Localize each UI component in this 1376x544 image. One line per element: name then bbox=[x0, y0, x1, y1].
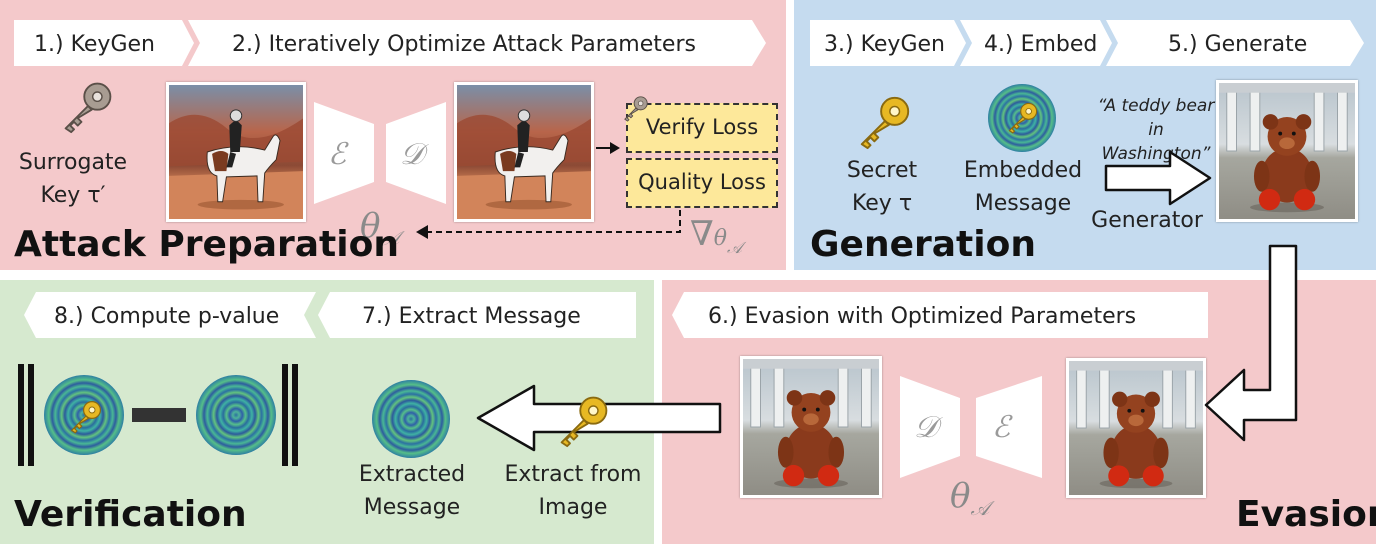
key-icon bbox=[64, 82, 112, 134]
extract-from-image-line-1: Extract from bbox=[504, 462, 642, 487]
verify-loss-box: Verify Loss bbox=[626, 103, 778, 153]
secret-key-line-2: Key τ bbox=[851, 191, 913, 216]
prompt-text: “A teddy bear in Washington” bbox=[1094, 94, 1218, 166]
key-icon bbox=[560, 396, 608, 448]
evaded-image-bear bbox=[740, 356, 882, 498]
key-icon bbox=[624, 96, 648, 122]
generation-steps-bar: 3.) KeyGen 4.) Embed 5.) Generate bbox=[810, 20, 1364, 66]
extract-from-image-label: Extract from Image bbox=[496, 458, 650, 524]
theta-attack-label: θ𝒜 bbox=[360, 206, 400, 250]
section-title-verification: Verification bbox=[14, 494, 247, 535]
step-2-label: 2.) Iteratively Optimize Attack Paramete… bbox=[232, 32, 696, 57]
watermark-disc-icon bbox=[372, 380, 450, 458]
evasion-steps-bar: 6.) Evasion with Optimized Parameters bbox=[672, 292, 1208, 338]
watermark-disc-icon bbox=[988, 84, 1056, 152]
step-7-label: 7.) Extract Message bbox=[362, 304, 581, 329]
gradient-feedback-arrow bbox=[416, 210, 681, 239]
extracted-message-line-1: Extracted bbox=[358, 462, 466, 487]
watermark-disc-icon bbox=[44, 375, 124, 455]
decoder-symbol: 𝒟 bbox=[400, 137, 424, 172]
section-title-attack-preparation: Attack Preparation bbox=[14, 224, 399, 265]
step-6-label: 6.) Evasion with Optimized Parameters bbox=[708, 304, 1136, 329]
decoder-trapezoid bbox=[900, 376, 960, 478]
key-icon bbox=[860, 96, 910, 150]
extracted-message-label: Extracted Message bbox=[342, 458, 482, 524]
hollow-arrow-icon bbox=[1204, 244, 1298, 442]
prompt-line-1: “A teddy bear bbox=[1097, 96, 1215, 116]
output-image-horse bbox=[454, 82, 594, 222]
quality-loss-box: Quality Loss bbox=[626, 158, 778, 208]
watermark-disc-icon bbox=[196, 375, 276, 455]
embedded-message-line-2: Message bbox=[974, 191, 1072, 216]
surrogate-key-line-2: Key τ′ bbox=[40, 183, 106, 208]
prompt-line-2: in Washington” bbox=[1101, 120, 1211, 164]
encoder-trapezoid bbox=[976, 376, 1042, 478]
extracted-message-line-2: Message bbox=[363, 495, 461, 520]
verification-steps-bar: 8.) Compute p-value 7.) Extract Message bbox=[24, 292, 636, 338]
step-1-label: 1.) KeyGen bbox=[34, 32, 155, 57]
input-image-horse bbox=[166, 82, 306, 222]
secret-key-label: Secret Key τ bbox=[822, 154, 942, 220]
watermarked-image-bear bbox=[1066, 358, 1206, 498]
extract-from-image-line-2: Image bbox=[538, 495, 608, 520]
generator-label: Generator bbox=[1091, 208, 1203, 233]
attack-steps-bar: 1.) KeyGen 2.) Iteratively Optimize Atta… bbox=[14, 20, 766, 66]
arrow-to-loss bbox=[596, 142, 620, 154]
section-title-generation: Generation bbox=[810, 224, 1036, 265]
surrogate-key-label: Surrogate Key τ′ bbox=[18, 146, 128, 212]
generated-image-bear bbox=[1216, 80, 1358, 222]
step-4-label: 4.) Embed bbox=[984, 32, 1097, 57]
step-8-label: 8.) Compute p-value bbox=[54, 304, 279, 329]
encoder-symbol: ℰ bbox=[992, 410, 1011, 445]
embedded-message-line-1: Embedded bbox=[963, 158, 1083, 183]
secret-key-line-1: Secret bbox=[846, 158, 918, 183]
section-title-evasion: Evasion bbox=[1236, 494, 1376, 535]
decoder-symbol: 𝒟 bbox=[914, 410, 938, 445]
autoencoder-attack bbox=[314, 102, 446, 204]
p-value-formula bbox=[18, 364, 298, 466]
surrogate-key-line-1: Surrogate bbox=[18, 150, 128, 175]
theta-evasion-label: θ𝒜 bbox=[950, 476, 990, 520]
decoder-trapezoid bbox=[386, 102, 446, 204]
minus-sign bbox=[132, 408, 186, 422]
embedded-message-label: Embedded Message bbox=[950, 154, 1096, 220]
hollow-arrow-icon bbox=[1104, 150, 1212, 206]
step-3-label: 3.) KeyGen bbox=[824, 32, 945, 57]
encoder-symbol: ℰ bbox=[328, 137, 347, 172]
encoder-trapezoid bbox=[314, 102, 374, 204]
autoencoder-evasion bbox=[900, 376, 1042, 478]
step-5-label: 5.) Generate bbox=[1168, 32, 1307, 57]
gradient-label: ∇θ𝒜 bbox=[690, 214, 743, 257]
